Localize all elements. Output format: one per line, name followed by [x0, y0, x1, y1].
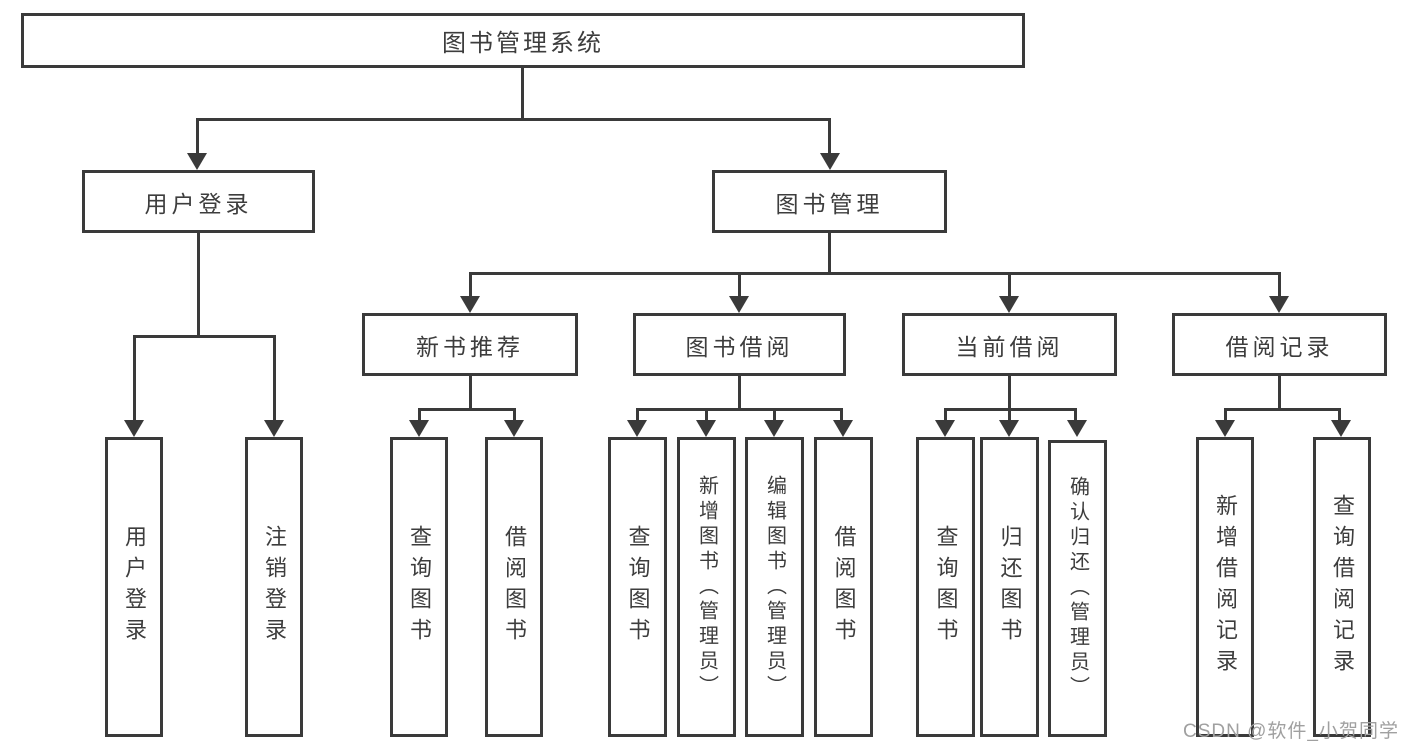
- connector-vline: [418, 408, 421, 422]
- arrow-down-icon: [820, 153, 840, 170]
- node-borrow-records: 借阅记录: [1172, 313, 1387, 376]
- node-label: 新增借阅记录: [1213, 494, 1238, 680]
- connector-vline: [469, 376, 472, 411]
- connector-vline: [1224, 408, 1227, 422]
- node-library-system: 图书管理系统: [21, 13, 1025, 68]
- node-label: 查询图书: [625, 525, 651, 649]
- connector-hline: [469, 272, 1280, 275]
- node-label: 用户登录: [122, 525, 147, 649]
- node-label: 新增图书（管理员）: [695, 474, 718, 700]
- connector-hline: [196, 118, 831, 121]
- arrow-down-icon: [999, 420, 1019, 437]
- node-label: 注销登录: [262, 525, 287, 649]
- node-label: 借阅图书: [502, 525, 527, 649]
- connector-vline: [1338, 408, 1341, 422]
- arrow-down-icon: [999, 296, 1019, 313]
- node-label: 图书管理: [775, 190, 884, 217]
- leaf-add-borrow-record: 新增借阅记录: [1196, 437, 1254, 737]
- leaf-query-borrow-record: 查询借阅记录: [1313, 437, 1371, 737]
- arrow-down-icon: [729, 296, 749, 313]
- leaf-user-login: 用户登录: [105, 437, 163, 737]
- connector-hline: [418, 408, 514, 411]
- leaf-add-book-admin: 新增图书（管理员）: [677, 437, 736, 737]
- connector-vline: [1278, 272, 1281, 298]
- connector-vline: [705, 408, 708, 422]
- leaf-query-book-recommend: 查询图书: [390, 437, 448, 737]
- node-label: 用户登录: [144, 190, 253, 217]
- arrow-down-icon: [935, 420, 955, 437]
- connector-vline: [738, 376, 741, 411]
- node-label: 图书借阅: [685, 333, 794, 360]
- connector-vline: [1008, 272, 1011, 298]
- arrow-down-icon: [124, 420, 144, 437]
- arrow-down-icon: [764, 420, 784, 437]
- node-label: 新书推荐: [416, 333, 524, 360]
- node-label: 查询图书: [933, 525, 959, 649]
- connector-vline: [197, 233, 200, 338]
- connector-vline: [1278, 376, 1281, 411]
- leaf-borrow-book-borrow: 借阅图书: [814, 437, 873, 737]
- leaf-confirm-return-admin: 确认归还（管理员）: [1048, 440, 1107, 737]
- node-label: 归还图书: [997, 525, 1023, 649]
- node-label: 查询借阅记录: [1330, 494, 1355, 680]
- connector-vline: [196, 118, 199, 156]
- arrow-down-icon: [1067, 420, 1087, 437]
- leaf-borrow-book-recommend: 借阅图书: [485, 437, 543, 737]
- arrow-down-icon: [1269, 296, 1289, 313]
- leaf-return-book: 归还图书: [980, 437, 1039, 737]
- connector-vline: [1074, 408, 1077, 422]
- node-label: 确认归还（管理员）: [1066, 476, 1089, 701]
- connector-vline: [636, 408, 639, 422]
- connector-vline: [1008, 376, 1011, 411]
- arrow-down-icon: [187, 153, 207, 170]
- connector-hline: [133, 335, 274, 338]
- connector-vline: [133, 335, 136, 422]
- leaf-query-book-borrow: 查询图书: [608, 437, 667, 737]
- node-book-management: 图书管理: [712, 170, 947, 233]
- node-current-borrow: 当前借阅: [902, 313, 1117, 376]
- connector-hline: [1224, 408, 1341, 411]
- connector-vline: [828, 233, 831, 275]
- connector-vline: [469, 272, 472, 298]
- connector-vline: [1008, 408, 1011, 422]
- connector-vline: [828, 118, 831, 156]
- arrow-down-icon: [264, 420, 284, 437]
- leaf-edit-book-admin: 编辑图书（管理员）: [745, 437, 804, 737]
- connector-vline: [513, 408, 516, 422]
- watermark: CSDN @软件_小贺同学: [1183, 721, 1399, 742]
- connector-vline: [273, 335, 276, 422]
- node-label: 编辑图书（管理员）: [763, 474, 786, 700]
- arrow-down-icon: [627, 420, 647, 437]
- node-label: 查询图书: [407, 525, 432, 649]
- arrow-down-icon: [460, 296, 480, 313]
- node-label: 当前借阅: [955, 333, 1064, 360]
- node-new-book-recommend: 新书推荐: [362, 313, 578, 376]
- connector-vline: [944, 408, 947, 422]
- arrow-down-icon: [1215, 420, 1235, 437]
- leaf-logout: 注销登录: [245, 437, 303, 737]
- connector-vline: [738, 272, 741, 298]
- arrow-down-icon: [1331, 420, 1351, 437]
- node-label: 图书管理系统: [442, 30, 604, 57]
- node-user-login: 用户登录: [82, 170, 315, 233]
- arrow-down-icon: [409, 420, 429, 437]
- connector-vline: [521, 68, 524, 121]
- arrow-down-icon: [696, 420, 716, 437]
- connector-vline: [840, 408, 843, 422]
- connector-vline: [773, 408, 776, 422]
- arrow-down-icon: [504, 420, 524, 437]
- node-label: 借阅记录: [1225, 333, 1334, 360]
- node-book-borrow: 图书借阅: [633, 313, 846, 376]
- connector-hline: [636, 408, 843, 411]
- node-label: 借阅图书: [831, 525, 857, 649]
- arrow-down-icon: [833, 420, 853, 437]
- leaf-query-book-current: 查询图书: [916, 437, 975, 737]
